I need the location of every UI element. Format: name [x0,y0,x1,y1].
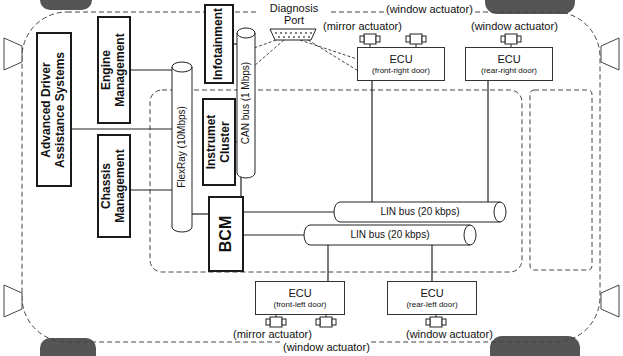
text-wrap: LIN bus (20 kbps) [304,225,476,245]
window-actuator-symbol [316,317,336,327]
lamp [4,285,22,317]
bus-connection [72,128,172,129]
actuator-wires [276,44,511,317]
cylinder-outline [172,62,192,232]
node-text: (rear-right door) [481,66,537,75]
bus-connection [371,81,372,202]
wheel [40,0,92,10]
bus-connection [131,69,172,70]
port-pins [275,32,312,38]
wire [254,40,284,66]
bus-cylinder: LIN bus (20 kbps) [334,202,506,222]
actuator-label: (mirror actuator) [232,328,313,340]
window-actuator-symbol [501,34,521,44]
actuator-label: (window actuator) [405,328,494,340]
node-text: Engine Management [100,19,128,121]
wheel [485,0,575,14]
wheel [490,336,580,356]
wheels [40,0,580,356]
port-label: Diagnosis Port [258,2,330,26]
lamp [601,38,619,70]
node-text: Chassis Management [100,137,128,235]
system-box: Chassis Management [97,134,131,238]
text-wrap: BCM [217,199,235,269]
text-wrap: Instrumet Cluster [205,101,233,183]
bus-connection [244,234,304,235]
ecu-box: ECU(front-left door) [255,281,345,315]
mirror-actuator-symbol [360,34,380,44]
ecu-box: ECU(front-right door) [357,47,445,81]
actuator-label: (window actuator) [470,20,559,32]
bus-cylinder: CAN bus (1 Mbps) [237,28,255,178]
text-wrap: Infotainment [212,7,226,81]
node-text: (front-right door) [372,66,430,75]
node-text: Advanced Driver Assistance Systems [40,35,68,184]
bus-connection [192,213,208,214]
wheel [40,338,96,356]
node-text: (rear-left door) [406,300,457,309]
cylinder-outline [237,28,255,178]
text-wrap: CAN bus (1 Mbps) [240,34,252,172]
window-actuator-symbol [426,317,446,327]
bus-connection [487,81,488,202]
ecu-box: ECU(rear-left door) [387,281,477,315]
text-wrap: LIN bus (20 kbps) [334,202,506,222]
bus-cylinder: FlexRay (10Mbps) [172,62,192,232]
cylinder-outline [304,225,476,245]
lamp [4,38,22,70]
car-body-outline [22,12,600,342]
node-text: Infotainment [212,7,226,81]
bus-connection [131,189,172,190]
diagnosis-wires [254,40,360,72]
system-box: Instrumet Cluster [202,98,236,186]
actuator-label: (window actuator) [282,341,371,353]
actuator-label: (mirror actuator) [322,20,403,32]
system-box: Advanced Driver Assistance Systems [36,32,72,187]
bus-connection [431,244,432,281]
lamp [601,285,619,317]
wire [308,40,360,72]
node-text: (front-left door) [274,300,327,309]
wire [300,40,360,60]
node-text: Instrumet Cluster [205,101,233,183]
node-text: FlexRay (10Mbps) [176,68,188,226]
port-shell [270,29,316,40]
text-wrap: ECU(rear-right door) [466,48,552,80]
text-wrap: ECU(front-left door) [256,282,344,314]
bus-connection [327,244,328,281]
ecu-box: ECU(rear-right door) [465,47,553,81]
actuator-label: (window actuator) [385,3,474,15]
bus-cylinder: LIN bus (20 kbps) [304,225,476,245]
bus-connection [240,177,241,196]
text-wrap: FlexRay (10Mbps) [176,68,188,226]
text-wrap: ECU(rear-left door) [388,282,476,314]
node-text: ECU [497,53,520,66]
text-wrap: ECU(front-right door) [358,48,444,80]
node-text: BCM [217,199,235,269]
cabin-outline [150,90,522,272]
node-text: ECU [389,53,412,66]
node-text: ECU [288,287,311,300]
system-box: Engine Management [97,16,131,124]
text-wrap: Chassis Management [100,137,128,235]
text-wrap: Advanced Driver Assistance Systems [40,35,68,184]
system-box: Infotainment [204,4,234,84]
cylinder-outline [334,202,506,222]
diagnosis-port-icon [270,29,316,40]
node-text: LIN bus (20 kbps) [351,229,430,241]
text-wrap: Engine Management [100,19,128,121]
wire [254,40,276,48]
bus-connection [244,211,334,212]
mirror-actuator-symbol [266,317,286,327]
window-actuator-symbol [406,34,426,44]
node-text: LIN bus (20 kbps) [381,206,460,218]
node-text: CAN bus (1 Mbps) [240,34,252,172]
node-text: ECU [420,287,443,300]
trunk-outline [530,90,592,270]
bcm-box: BCM [208,196,244,272]
